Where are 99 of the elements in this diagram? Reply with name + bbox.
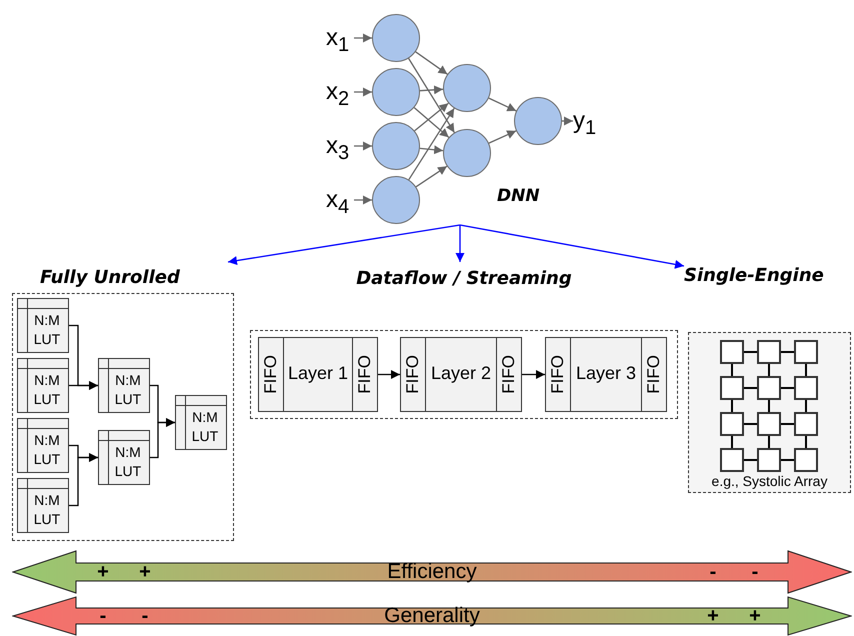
block-label: N:M LUT bbox=[114, 371, 142, 409]
input-label: x$_{2}$ bbox=[326, 78, 350, 105]
arrow bbox=[354, 88, 372, 96]
block-label: N:M LUT bbox=[32, 371, 62, 409]
layer-label: Layer 3 bbox=[574, 363, 638, 384]
minus-sign: - bbox=[710, 560, 716, 585]
processing-element bbox=[757, 376, 781, 400]
input-label: x$_{4}$ bbox=[326, 186, 350, 213]
arrow bbox=[488, 98, 516, 112]
block-label: N:M LUT bbox=[32, 491, 62, 529]
arrow bbox=[150, 418, 175, 458]
connector-line bbox=[731, 364, 733, 376]
plus-sign: + bbox=[707, 604, 719, 629]
arrow bbox=[522, 370, 545, 379]
arrow bbox=[456, 225, 464, 262]
arrow bbox=[562, 116, 573, 126]
neuron-circle bbox=[372, 68, 420, 116]
arrow bbox=[354, 142, 372, 150]
scale-label: Generality bbox=[384, 603, 480, 629]
connector-line bbox=[805, 436, 807, 448]
processing-element bbox=[794, 412, 818, 436]
arrow bbox=[408, 58, 455, 133]
arrow bbox=[420, 145, 444, 154]
processing-element bbox=[720, 448, 744, 472]
arrow bbox=[416, 166, 448, 188]
connector-line bbox=[744, 387, 757, 389]
arrow bbox=[414, 107, 450, 138]
layer-block bbox=[545, 337, 667, 412]
input-label: x$_{1}$ bbox=[326, 24, 350, 51]
arrow bbox=[354, 34, 372, 42]
neuron-circle bbox=[443, 129, 491, 177]
processing-element bbox=[757, 412, 781, 436]
connector-line bbox=[744, 351, 757, 353]
connector-line bbox=[768, 400, 770, 412]
panel-title: Fully Unrolled bbox=[40, 267, 180, 288]
input-label: x$_{3}$ bbox=[326, 132, 350, 159]
arrow bbox=[460, 224, 684, 269]
output-label: y$_{1}$ bbox=[573, 107, 596, 134]
connector-line bbox=[805, 400, 807, 412]
plus-sign: + bbox=[97, 560, 109, 585]
panel-title: Single-Engine bbox=[684, 265, 824, 286]
arrow bbox=[69, 381, 98, 390]
layer-label: Layer 2 bbox=[430, 363, 492, 384]
minus-sign: - bbox=[142, 604, 148, 629]
arrow bbox=[354, 196, 372, 204]
scale-label: Efficiency bbox=[387, 559, 477, 585]
lut-block bbox=[17, 418, 69, 473]
processing-element bbox=[720, 340, 744, 364]
connector-line bbox=[768, 364, 770, 376]
neuron-circle bbox=[372, 176, 420, 224]
arrow bbox=[408, 108, 455, 180]
neuron-circle bbox=[514, 97, 562, 145]
arrow bbox=[415, 51, 448, 75]
connector-line bbox=[781, 351, 794, 353]
neuron-circle bbox=[372, 14, 420, 62]
connector-line bbox=[744, 459, 757, 461]
connector-line bbox=[731, 400, 733, 412]
connector-line bbox=[781, 459, 794, 461]
processing-element bbox=[794, 340, 818, 364]
arrow bbox=[69, 453, 98, 506]
neuron-circle bbox=[443, 64, 491, 112]
arrow bbox=[420, 85, 444, 94]
block-label: N:M LUT bbox=[190, 408, 220, 446]
block-label: N:M LUT bbox=[32, 311, 62, 349]
processing-element bbox=[794, 376, 818, 400]
processing-element bbox=[720, 412, 744, 436]
processing-element bbox=[720, 376, 744, 400]
lut-block bbox=[98, 358, 150, 413]
connector-line bbox=[768, 436, 770, 448]
network-label: DNN bbox=[497, 186, 540, 206]
arrow bbox=[488, 130, 516, 144]
connector-line bbox=[781, 387, 794, 389]
layer-label: Layer 1 bbox=[286, 363, 350, 384]
lut-block bbox=[17, 358, 69, 413]
arrow bbox=[378, 370, 400, 379]
lut-block bbox=[17, 478, 69, 533]
minus-sign: - bbox=[100, 604, 106, 629]
lut-block bbox=[175, 395, 227, 450]
connector-line bbox=[781, 423, 794, 425]
neuron-circle bbox=[372, 122, 420, 170]
block-label: N:M LUT bbox=[32, 431, 62, 469]
connector-line bbox=[744, 423, 757, 425]
block-label: N:M LUT bbox=[114, 443, 142, 481]
plus-sign: + bbox=[139, 560, 151, 585]
arrow bbox=[414, 102, 449, 132]
connector-line bbox=[805, 364, 807, 376]
layer-block bbox=[258, 337, 378, 412]
connector-line bbox=[731, 436, 733, 448]
lut-block bbox=[98, 430, 150, 485]
processing-element bbox=[757, 448, 781, 472]
arrow bbox=[228, 224, 460, 266]
panel-caption: e.g., Systolic Array bbox=[710, 473, 828, 489]
layer-block bbox=[400, 337, 522, 412]
panel-title: Dataflow / Streaming bbox=[355, 268, 573, 289]
lut-block bbox=[17, 298, 69, 353]
processing-element bbox=[757, 340, 781, 364]
plus-sign: + bbox=[749, 604, 761, 629]
processing-element bbox=[794, 448, 818, 472]
minus-sign: - bbox=[752, 560, 758, 585]
